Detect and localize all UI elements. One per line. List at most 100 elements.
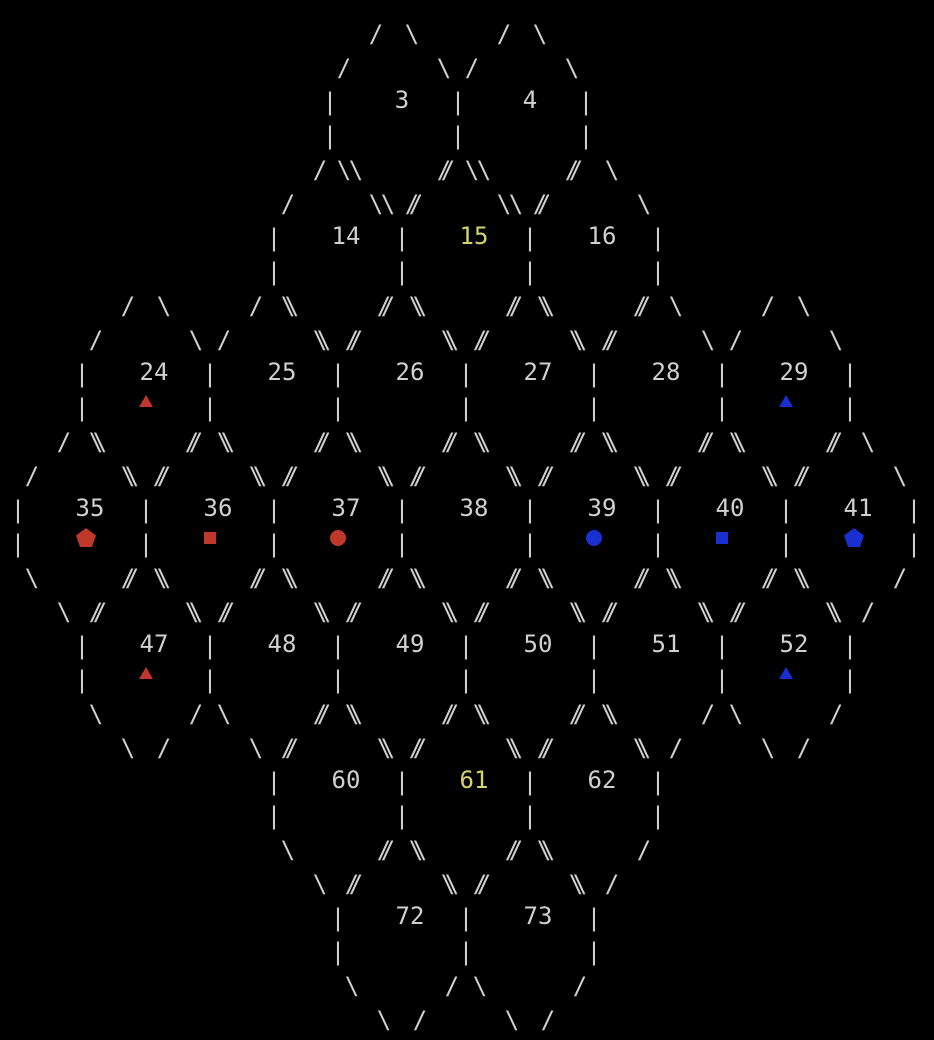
hex-border-glyph: | [394,530,410,558]
hex-border-glyph: | [522,768,538,796]
hex-border-glyph: \ [316,598,332,626]
hex-border-glyph: / [444,428,460,456]
blue-circle-piece-icon[interactable] [582,526,606,550]
hex-border-glyph: / [404,190,420,218]
hex-border-glyph: | [714,666,730,694]
blue-square-piece-icon[interactable] [710,526,734,550]
red-triangle-piece-icon[interactable] [134,390,158,414]
hex-border-glyph: / [568,156,584,184]
hex-border-glyph: / [636,836,652,864]
hex-border-glyph: \ [380,462,396,490]
hex-border-glyph: / [380,836,396,864]
hex-border-glyph: / [444,972,460,1000]
hex-border-glyph: | [458,938,474,966]
hex-border-glyph: / [188,428,204,456]
hex-border-glyph: \ [440,326,456,354]
hex-border-glyph: / [572,972,588,1000]
hex-border-glyph: \ [376,462,392,490]
hex-border-glyph: | [778,496,794,524]
hex-border-glyph: / [152,462,168,490]
hex-border-glyph: \ [696,598,712,626]
blue-triangle-piece-icon[interactable] [774,662,798,686]
hex-border-glyph: | [458,632,474,660]
hex-border-glyph: / [828,428,844,456]
hex-border-glyph: / [760,564,776,592]
hex-border-glyph: / [216,326,232,354]
hex-border-glyph: | [330,938,346,966]
hex-border-glyph: / [92,598,108,626]
hex-border-glyph: \ [796,564,812,592]
hex-border-glyph: / [728,326,744,354]
red-circle-piece-icon[interactable] [326,526,350,550]
hex-border-glyph: \ [604,428,620,456]
hex-border-glyph: \ [284,292,300,320]
hex-border-glyph: / [156,734,172,762]
hex-border-glyph: / [344,870,360,898]
hex-border-glyph: / [508,292,524,320]
hex-border-glyph: / [184,428,200,456]
hex-border-glyph: \ [572,870,588,898]
hex-border-glyph: \ [336,156,352,184]
hex-border-glyph: / [860,598,876,626]
cell-number-25: 25 [267,358,297,386]
hex-border-glyph: / [248,564,264,592]
cell-number-50: 50 [523,630,553,658]
hex-border-glyph: | [202,632,218,660]
hex-border-glyph: / [284,462,300,490]
hex-border-glyph: / [540,734,556,762]
hex-border-glyph: \ [600,700,616,728]
red-triangle-piece-icon[interactable] [134,662,158,686]
hex-border-glyph: | [74,394,90,422]
hex-border-glyph: \ [476,428,492,456]
hex-border-glyph: \ [348,156,364,184]
hex-border-glyph: \ [348,700,364,728]
hex-border-glyph: / [412,734,428,762]
hex-border-glyph: \ [188,326,204,354]
hex-border-glyph: \ [568,870,584,898]
hex-border-glyph: | [778,530,794,558]
hex-border-glyph: \ [120,462,136,490]
red-square-piece-icon[interactable] [198,526,222,550]
hex-border-glyph: \ [760,734,776,762]
hex-border-glyph: / [408,190,424,218]
blue-pentagon-piece-icon[interactable] [842,526,866,550]
hex-border-glyph: | [714,632,730,660]
hex-border-glyph: \ [632,462,648,490]
hex-border-glyph: / [348,598,364,626]
hex-border-glyph: | [714,394,730,422]
hex-border-glyph: | [458,360,474,388]
hex-border-glyph: | [330,632,346,660]
hex-border-glyph: \ [344,428,360,456]
hex-border-glyph: | [450,88,466,116]
red-pentagon-piece-icon[interactable] [74,526,98,550]
hex-border-glyph: \ [604,156,620,184]
cell-number-14: 14 [331,222,361,250]
hex-border-glyph: | [450,122,466,150]
hex-border-glyph: \ [632,734,648,762]
hex-border-glyph: | [394,496,410,524]
hex-border-glyph: | [138,530,154,558]
hex-border-glyph: \ [216,700,232,728]
hex-border-glyph: \ [88,700,104,728]
hex-border-glyph: | [330,360,346,388]
hex-border-glyph: \ [216,428,232,456]
cell-number-73: 73 [523,902,553,930]
hex-border-glyph: \ [156,564,172,592]
hex-border-glyph: \ [120,734,136,762]
hex-border-glyph: \ [636,462,652,490]
hex-border-glyph: \ [532,20,548,48]
hex-border-glyph: | [578,122,594,150]
hex-border-glyph: | [202,394,218,422]
hex-border-glyph: \ [664,564,680,592]
hex-border-glyph: \ [764,462,780,490]
hex-border-glyph: | [394,768,410,796]
hex-border-glyph: \ [496,190,512,218]
hex-border-glyph: \ [860,428,876,456]
hex-border-glyph: \ [440,870,456,898]
blue-triangle-piece-icon[interactable] [774,390,798,414]
cell-number-39: 39 [587,494,617,522]
hex-border-glyph: / [796,462,812,490]
cell-number-40: 40 [715,494,745,522]
cell-number-37: 37 [331,494,361,522]
